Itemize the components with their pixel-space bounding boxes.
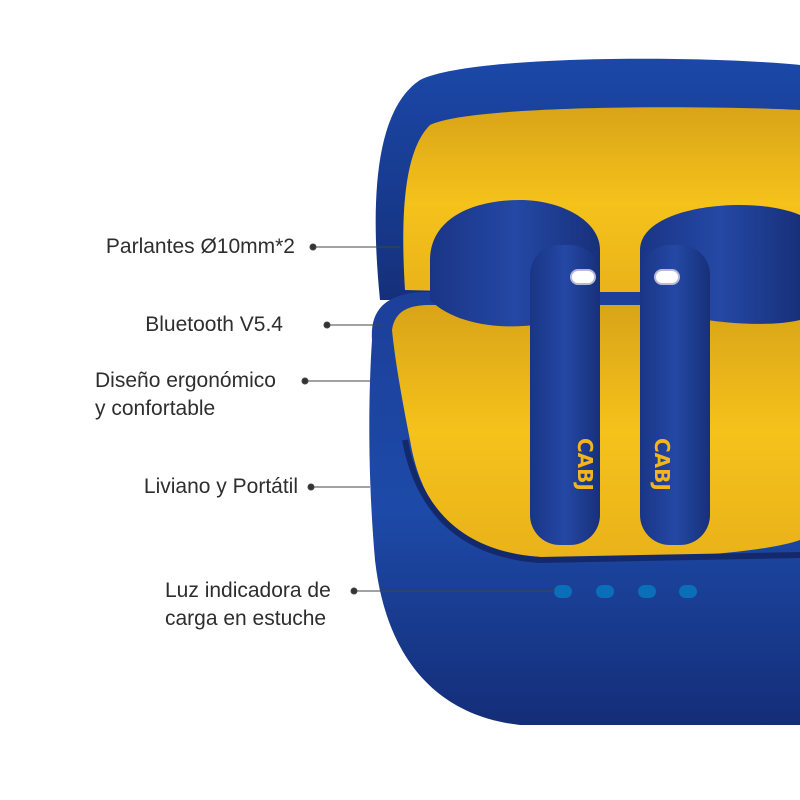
earbud-left-logo: CABJ [573,438,597,491]
callout-lines [301,243,555,595]
earbud-left-stem [530,245,600,545]
feature-text: Parlantes Ø10mm*2 [105,235,295,258]
feature-text: Bluetooth V5.4 [145,313,283,336]
earbud-left-led [570,269,596,285]
feature-speakers: Parlantes Ø10mm*2 [106,233,295,261]
feature-text: carga en estuche [165,607,327,630]
earbud-right-led [654,269,680,285]
feature-lightweight: Liviano y Portátil [144,473,298,501]
earbud-right-stem [640,245,710,545]
feature-text: y confortable [95,397,216,420]
feature-ergonomic: Diseño ergonómico y confortable [95,367,276,423]
feature-text: Luz indicadora de [165,579,331,602]
feature-text: Liviano y Portátil [143,475,298,498]
earbud-right-logo: CABJ [650,438,674,491]
charge-indicator-leds [554,585,697,598]
feature-text: Diseño ergonómico [95,369,276,392]
feature-charge-indicator: Luz indicadora de carga en estuche [165,577,331,633]
feature-bluetooth: Bluetooth V5.4 [145,311,283,339]
